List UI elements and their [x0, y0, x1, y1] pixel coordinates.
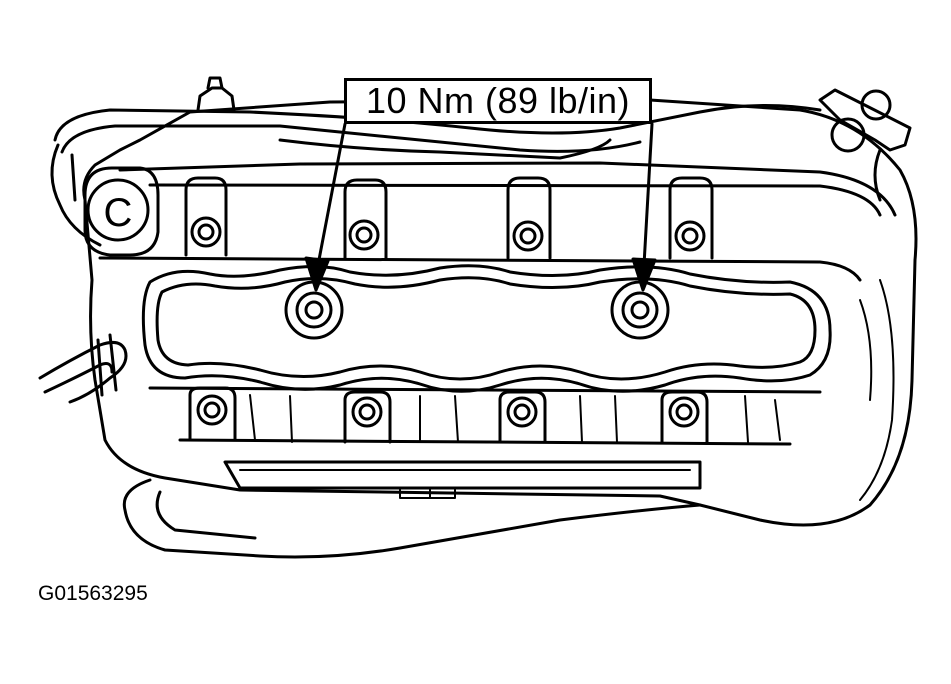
lower-sump-outline: [122, 478, 702, 559]
cover-top-rail-inner: [148, 183, 882, 217]
lower-bolt-boss-1: [188, 386, 237, 442]
view-marker-letter: C: [104, 191, 133, 235]
wire-harness-top-3: [278, 138, 612, 160]
upper-bolt-boss-3: [506, 176, 552, 260]
lower-bolt-boss-2: [343, 390, 392, 444]
upper-bolt-4-hex: [681, 227, 699, 245]
torque-callout: 10 Nm (89 lb/in): [344, 78, 652, 124]
upper-bolt-1: [190, 216, 222, 248]
figure-id: G01563295: [38, 582, 148, 605]
center-bolt-right-washer: [610, 280, 670, 340]
lower-sump-edge: [155, 490, 257, 540]
rib-details: [249, 394, 781, 443]
lower-bolt-boss-3: [498, 390, 547, 444]
cover-top-rail: [118, 161, 897, 217]
top-connector: [196, 86, 236, 112]
upper-bolt-1-hex: [197, 223, 215, 241]
right-side-details: [859, 279, 895, 501]
right-connector-knob: [860, 89, 892, 121]
left-hose-clip: [96, 333, 118, 397]
lower-bolt-1: [196, 394, 228, 426]
wire-harness-left-2: [70, 153, 77, 202]
leader-line-left: [316, 122, 347, 267]
gasket-outline-inner: [155, 276, 817, 381]
right-connector-lead: [873, 148, 882, 202]
wire-harness-top-2: [60, 124, 642, 154]
center-bolt-right-ring: [621, 291, 659, 329]
upper-bolt-boss-4: [668, 176, 714, 260]
center-bolt-right-hex: [630, 300, 650, 320]
lower-bolt-boss-4: [660, 390, 709, 444]
upper-bolt-boss-2: [343, 178, 388, 260]
center-bolt-left-hex: [304, 300, 324, 320]
right-connector-knob-2: [830, 117, 866, 153]
upper-flange-line: [98, 256, 862, 282]
upper-bolt-boss-1: [184, 176, 228, 257]
upper-bolt-2: [348, 219, 380, 251]
upper-bolt-4: [674, 220, 706, 252]
torque-label: 10 Nm (89 lb/in): [365, 80, 631, 121]
gasket-outline: [141, 264, 832, 393]
oil-pan-rail-details: [239, 469, 691, 499]
leader-arrowhead-left: [304, 256, 330, 292]
engine-body-outline: [82, 98, 918, 527]
lower-flange-line-2: [178, 438, 792, 446]
right-connector: [818, 88, 912, 152]
leader-arrowhead-right: [631, 257, 657, 292]
center-bolt-left-washer: [284, 280, 344, 340]
lower-flange-line: [148, 386, 822, 394]
lower-bolt-2: [351, 396, 383, 428]
lower-bolt-1-hex: [203, 401, 221, 419]
lower-bolt-3: [506, 396, 538, 428]
lower-bolt-2-hex: [358, 403, 376, 421]
upper-bolt-3-hex: [519, 227, 537, 245]
center-bolt-left-ring: [295, 291, 333, 329]
oil-pan-rail: [223, 460, 702, 490]
leader-line-right: [642, 122, 654, 267]
lower-bolt-4-hex: [675, 403, 693, 421]
lower-bolt-4: [668, 396, 700, 428]
wire-harness-top: [53, 103, 822, 142]
view-marker-housing: [83, 166, 160, 257]
upper-bolt-3: [512, 220, 544, 252]
top-connector-cap: [206, 76, 224, 90]
lower-bolt-3-hex: [513, 403, 531, 421]
view-marker-circle: [86, 178, 150, 242]
wire-harness-left: [50, 143, 102, 247]
upper-bolt-2-hex: [355, 226, 373, 244]
left-hose: [38, 340, 128, 404]
